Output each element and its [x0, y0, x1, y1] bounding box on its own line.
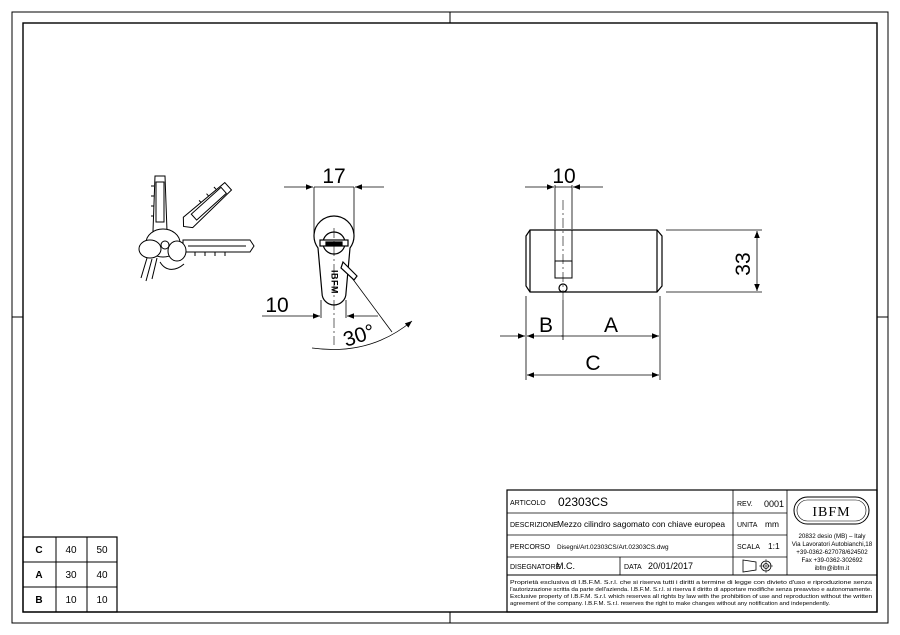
percorso-value: Disegni/Art.02303CS/Art.02303CS.dwg — [557, 544, 669, 551]
address-line: +39-0362-627078/624502 — [796, 549, 868, 556]
front-view — [525, 185, 762, 380]
svg-text:10: 10 — [265, 294, 288, 317]
svg-text:10: 10 — [96, 595, 108, 606]
scala-value: 1:1 — [768, 541, 780, 551]
svg-text:10: 10 — [65, 595, 77, 606]
address-line: Fax +39-0362-302692 — [801, 557, 863, 564]
keys-illustration — [138, 175, 255, 282]
legal-notice-line: agreement of the company. I.B.F.M. S.r.l… — [510, 601, 830, 607]
svg-text:IBFM: IBFM — [330, 270, 340, 294]
descrizione-label: DESCRIZIONE — [510, 522, 558, 529]
table-row: A 30 40 — [35, 570, 108, 581]
legal-notice-line: l'autorizzazione scritta da parte dell'a… — [510, 587, 872, 593]
svg-text:C: C — [585, 352, 600, 375]
dimension-c: C — [527, 352, 659, 378]
dimension-17: 17 — [284, 165, 384, 190]
legal-notice-line: Proprietà esclusiva di I.B.F.M. S.r.l. c… — [510, 580, 872, 586]
side-key-logo: IBFM — [330, 270, 340, 294]
percorso-label: PERCORSO — [510, 544, 551, 551]
svg-text:B: B — [35, 595, 42, 606]
dimension-angle: 30° — [311, 320, 413, 352]
svg-text:C: C — [35, 545, 42, 556]
svg-text:B: B — [539, 314, 553, 337]
descrizione-value: Mezzo cilindro sagomato con chiave europ… — [557, 519, 725, 529]
rev-label: REV. — [737, 501, 753, 508]
unita-label: UNITA — [737, 522, 758, 529]
svg-text:A: A — [604, 314, 618, 337]
address-line: Via Lavoratori Autobianchi,18 — [792, 541, 873, 548]
size-table: C 40 50 A 30 40 B 10 10 — [22, 536, 118, 613]
svg-text:17: 17 — [322, 165, 345, 188]
data-label: DATA — [624, 564, 642, 571]
table-row: C 40 50 — [35, 545, 108, 556]
articolo-label: ARTICOLO — [510, 500, 546, 507]
drawing-frame — [11, 11, 889, 624]
svg-text:33: 33 — [732, 252, 755, 275]
rev-value: 0001 — [764, 499, 784, 509]
dimension-10-front: 10 — [525, 165, 603, 190]
disegnatore-value: M.C. — [556, 561, 575, 571]
address-line: 20832 desio (MB) – Italy — [798, 533, 866, 540]
unita-value: mm — [765, 519, 779, 529]
svg-text:40: 40 — [96, 570, 108, 581]
dimension-b-a: B A — [500, 314, 659, 339]
projection-symbol-icon — [742, 559, 773, 573]
legal-notice-line: Exclusive property of I.B.F.M. S.r.l. wh… — [510, 594, 872, 600]
title-block: ARTICOLO 02303CS REV. 0001 DESCRIZIONE M… — [506, 489, 878, 613]
dimension-10-side: 10 — [262, 294, 378, 319]
scala-label: SCALA — [737, 544, 760, 551]
company-logo: IBFM — [793, 496, 870, 525]
svg-text:50: 50 — [96, 545, 108, 556]
table-row: B 10 10 — [35, 595, 108, 606]
data-value: 20/01/2017 — [648, 561, 693, 571]
svg-text:10: 10 — [552, 165, 575, 188]
side-view — [313, 187, 393, 345]
svg-text:30°: 30° — [340, 320, 377, 352]
svg-text:40: 40 — [65, 545, 77, 556]
dimension-33: 33 — [732, 231, 760, 291]
svg-text:30: 30 — [65, 570, 77, 581]
disegnatore-label: DISEGNATORE — [510, 564, 561, 571]
articolo-value: 02303CS — [558, 495, 608, 509]
svg-text:IBFM: IBFM — [812, 505, 850, 520]
svg-text:A: A — [35, 570, 42, 581]
address-line: ibfm@ibfm.it — [815, 565, 850, 572]
